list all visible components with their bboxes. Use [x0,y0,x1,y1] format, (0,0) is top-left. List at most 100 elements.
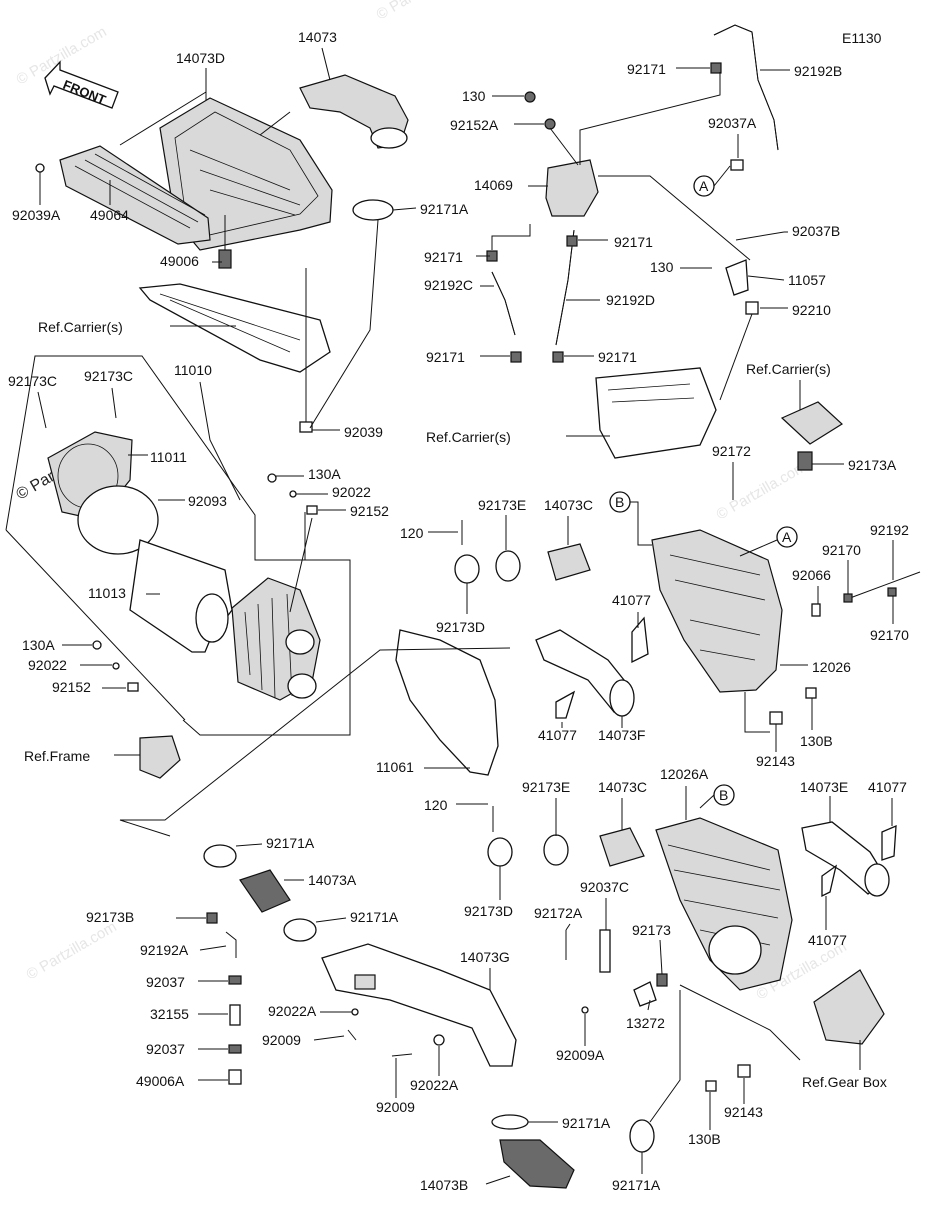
label-41077-d: 41077 [808,932,847,948]
ldr-92009-a [313,1035,345,1041]
label-120-b: 120 [424,797,448,813]
front-arrow-icon: FRONT [44,60,119,109]
label-49006: 49006 [160,253,199,269]
air-filter-element [59,145,211,245]
clamp-92171A-e [629,1119,655,1153]
snorkel-duct [299,74,409,149]
label-32155: 32155 [150,1006,189,1022]
label-92022A-b: 92022A [410,1077,459,1093]
callout-A-1: A [693,175,715,197]
gasket-11061 [395,629,499,776]
boot-14073B [499,1139,575,1189]
label-14073C-b: 14073C [598,779,647,795]
label-ref-carrier-1: Ref.Carrier(s) [38,319,123,335]
label-49006A: 49006A [136,1073,185,1089]
screw-92039A [35,163,45,173]
nut-92152A [544,118,556,130]
label-92037B: 92037B [792,223,840,239]
watermark-3: © Partzilla.com [714,458,810,523]
label-130B-a: 130B [800,733,833,749]
bracket-41077-b [555,690,576,719]
label-92173D-b: 92173D [464,903,513,919]
label-13272: 13272 [626,1015,665,1031]
bracket-41077-d [821,864,838,898]
screw-92009-a [347,1029,357,1041]
spacer-32155 [229,1004,241,1026]
label-92192B: 92192B [794,63,842,79]
collar-92152-1 [306,505,318,515]
label-92173C-1: 92173C [8,373,57,389]
ldr-B-1 [630,501,652,546]
label-92170-a: 92170 [822,542,861,558]
label-92173: 92173 [632,922,671,938]
hose-92192D [555,229,575,346]
screw-92009A [581,1006,589,1014]
collar-92152-2 [127,682,139,692]
label-92171A-b: 92171A [266,835,315,851]
callout-B-2-text: B [719,787,728,803]
label-92037-b: 92037 [146,1041,185,1057]
ldr-14069-b [598,175,751,261]
label-130A-2: 130A [22,637,55,653]
ldr-92152A-b [549,127,579,166]
label-12026: 12026 [812,659,851,675]
screw-92009-b [391,1053,413,1057]
fitting-92066 [811,603,821,617]
label-41077-c: 41077 [868,779,907,795]
bolt-130A-1 [267,473,277,483]
label-130-b: 130 [650,259,674,275]
label-92152-1: 92152 [350,503,389,519]
ldr-14073B [485,1175,511,1185]
label-ref-carrier-2: Ref.Carrier(s) [426,429,511,445]
label-11010: 11010 [174,362,212,378]
bolt-130A-2 [92,640,102,650]
label-92192: 92192 [870,522,909,538]
label-92173D-a: 92173D [436,619,485,635]
ldr-14073D-b [119,91,207,146]
label-92143-a: 92143 [756,753,795,769]
clamp-92171A-top [352,199,394,221]
bolt-92037B [735,231,785,241]
callout-B-2: B [713,784,735,806]
callout-B-1-text: B [615,494,624,510]
watermark-4: © Partzilla.com [24,918,120,983]
label-92171-c: 92171 [614,234,653,250]
label-92152-2: 92152 [52,679,91,695]
ldr-frame-low [119,647,511,837]
bolt-130B-a [805,687,817,699]
ldr-14073D-c [259,111,291,136]
ldr-92173 [659,939,663,975]
clamp-92171A-d [491,1114,529,1130]
ldr-gear-frame [679,984,801,1061]
label-11013: 11013 [88,585,126,601]
breather-valve-14069 [545,159,599,217]
label-92173C-2: 92173C [84,368,133,384]
bracket-41077-c [881,824,897,861]
label-92171A-top: 92171A [420,201,469,217]
ldr-A-2 [739,539,778,557]
clip-92170-a [843,593,853,603]
label-92170-b: 92170 [870,627,909,643]
label-92152A: 92152A [450,117,499,133]
air-box-12026 [651,529,783,693]
label-130-a: 130 [462,88,486,104]
label-14073A: 14073A [308,872,357,888]
ldr-11057 [747,275,785,281]
label-92173E-b: 92173E [522,779,570,795]
duct-14073F [535,629,635,717]
label-14073C-a: 14073C [544,497,593,513]
label-92093: 92093 [188,493,227,509]
clip-92037A [730,159,744,171]
ldr-92210-b [719,313,753,401]
label-92171-a: 92171 [627,61,666,77]
callout-A-1-text: A [699,178,709,194]
frame-bracket [139,735,181,779]
duct-14073E [801,821,890,897]
clip-92171-a [710,62,722,74]
part-labels: 14073 14073D 92039A 49064 49006 92171A R… [8,29,909,1193]
ldr-A-1 [713,165,731,187]
label-92022A-a: 92022A [268,1003,317,1019]
ldr-92172A [565,923,571,931]
bracket-11057 [725,259,749,296]
